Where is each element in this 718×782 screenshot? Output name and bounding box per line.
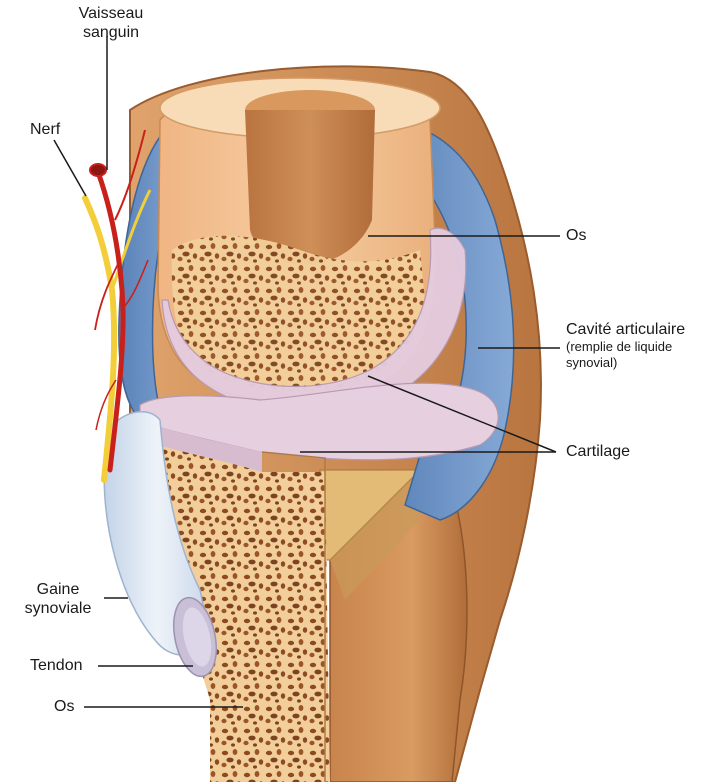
label-blood-vessel-line2: sanguin	[82, 24, 140, 41]
tendon-cut-surface	[182, 607, 212, 667]
label-joint-cavity: Cavité articulaire (remplie de liquide s…	[566, 320, 685, 371]
blood-vessel	[95, 169, 126, 473]
label-joint-cavity-note-line2: synovial)	[566, 355, 618, 370]
label-nerve: Nerf	[30, 121, 61, 138]
medullary-canal	[245, 110, 375, 265]
nerve-branch	[110, 189, 152, 291]
label-cartilage: Cartilage	[566, 443, 631, 460]
label-synovial-sheath-line1: Gaine	[36, 581, 80, 598]
label-blood-vessel: Vaisseau sanguin	[68, 4, 154, 42]
blood-vessel-branch-1	[114, 129, 146, 221]
lower-spongy-bone	[140, 440, 330, 782]
label-bone-lower: Os	[54, 698, 75, 715]
leader-nerve	[53, 139, 87, 197]
label-synovial-sheath: Gaine synoviale	[10, 580, 106, 618]
label-synovial-sheath-line2: synoviale	[24, 600, 92, 617]
label-tendon: Tendon	[30, 657, 83, 674]
blood-vessel-branch-4	[95, 379, 117, 431]
blood-vessel-branch-2	[94, 259, 121, 331]
label-joint-cavity-note-line1: (remplie de liquide	[566, 339, 673, 354]
leader-lines	[53, 36, 560, 708]
lower-bone-cortex-strip	[330, 470, 420, 600]
label-blood-vessel-line1: Vaisseau	[78, 5, 144, 22]
label-bone-upper: Os	[566, 227, 587, 244]
leader-cartilage-a	[367, 375, 557, 453]
label-joint-cavity-title: Cavité articulaire	[566, 321, 686, 338]
upper-spongy-bone	[171, 235, 425, 392]
lower-bone-front-edge	[261, 451, 326, 782]
blood-vessel-opening	[89, 163, 107, 177]
lower-cartilage-front	[140, 420, 262, 472]
blood-vessel-branch-3	[120, 259, 149, 311]
nerve	[82, 195, 118, 483]
